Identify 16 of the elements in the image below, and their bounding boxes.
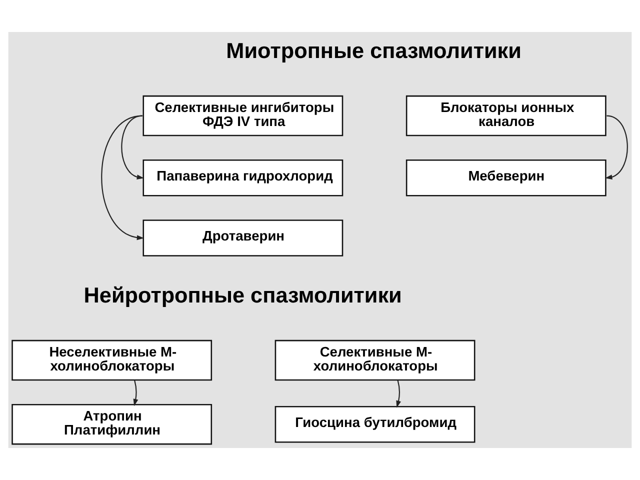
- node-box: Неселективные М-холиноблокаторы: [12, 340, 212, 381]
- arrow: [605, 115, 628, 180]
- arrow: [121, 115, 144, 180]
- node-box: Селективные ингибиторы ФДЭ IV типа: [142, 95, 344, 136]
- node-box: Дротаверин: [142, 220, 344, 256]
- node-box: Папаверина гидрохлорид: [142, 160, 344, 196]
- node-box: Атропин Платифиллин: [12, 404, 212, 445]
- node-box: Селективные М-холиноблокаторы: [274, 340, 476, 381]
- arrow: [396, 380, 401, 408]
- arrow: [133, 380, 138, 406]
- node-box: Мебеверин: [406, 160, 606, 196]
- label: Миотропные спазмолитики: [226, 38, 522, 64]
- node-box: Блокаторы ионных каналов: [406, 95, 606, 136]
- arrow: [101, 115, 144, 240]
- label: Нейротропные спазмолитики: [84, 282, 402, 308]
- node-box: Гиосцина бутилбромид: [274, 406, 476, 443]
